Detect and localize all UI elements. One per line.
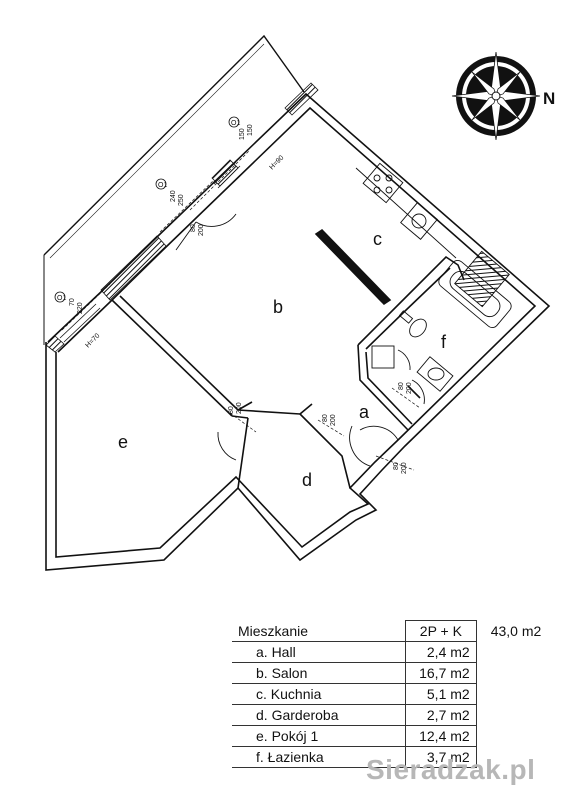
balcony: [43, 34, 305, 345]
window-height-label: 150: [247, 124, 254, 136]
room-name: c. Kuchnia: [232, 683, 406, 705]
door-height-label: 200: [406, 382, 413, 394]
window-tag-label: O1: [231, 120, 240, 127]
window-width-label: 150: [239, 128, 246, 140]
room-area: 2,4 m2: [405, 641, 477, 663]
window-height-label: 250: [178, 194, 185, 206]
door-width-label: 80: [393, 462, 400, 470]
door-width-label: 80: [190, 224, 197, 232]
room-area: 5,1 m2: [405, 683, 477, 705]
room-area: 2,7 m2: [405, 704, 477, 726]
room-name: f. Łazienka: [232, 746, 406, 768]
window-width-label: 70: [69, 298, 76, 306]
window-height-label: 220: [77, 302, 84, 314]
door-width-label: 80: [228, 406, 235, 414]
room-label-a: a: [359, 402, 370, 422]
washing-machine-icon: [371, 345, 395, 369]
bathroom-fixtures: [371, 250, 512, 392]
compass-north-label: N: [543, 89, 555, 108]
room-area: 3,7 m2: [405, 746, 477, 768]
door-height-label: 200: [330, 414, 337, 426]
door-width-label: 80: [398, 382, 405, 390]
window-width-label: 240: [170, 190, 177, 202]
kitchen-fixtures: [355, 162, 457, 259]
window-sill-label: H=70: [84, 332, 101, 349]
window-tag-label: O1: [158, 182, 167, 189]
stove-icon: [362, 162, 404, 204]
windows: [59, 161, 241, 343]
sink-icon: [400, 202, 438, 240]
toilet-icon: [398, 310, 427, 338]
table-row: d. Garderoba 2,7 m2: [232, 704, 562, 726]
room-area: 12,4 m2: [405, 725, 477, 747]
door-height-label: 200: [198, 224, 205, 236]
exterior-walls: [45, 92, 551, 571]
area-summary-table: Mieszkanie 2P + K 43,0 m2 a. Hall 2,4 m2…: [232, 620, 562, 768]
door-dimensions: 80 200 80 200 80 200 80 200 80 200: [190, 224, 413, 474]
room-name: b. Salon: [232, 662, 406, 684]
door-height-label: 200: [236, 402, 243, 414]
table-row: a. Hall 2,4 m2: [232, 641, 562, 663]
apartment-total-area: 43,0 m2: [490, 623, 542, 639]
window-dimensions: O1 150 150 H=90 O1 240 250 O1 70 220 H=7…: [54, 116, 285, 349]
table-row: b. Salon 16,7 m2: [232, 662, 562, 684]
room-area: 16,7 m2: [405, 662, 477, 684]
room-label-f: f: [441, 332, 447, 352]
room-label-d: d: [302, 470, 312, 490]
table-row: c. Kuchnia 5,1 m2: [232, 683, 562, 705]
washbasin-icon: [416, 356, 454, 392]
doors: [175, 213, 425, 467]
room-name: e. Pokój 1: [232, 725, 406, 747]
summary-header-row: Mieszkanie 2P + K 43,0 m2: [232, 620, 562, 642]
table-row: e. Pokój 1 12,4 m2: [232, 725, 562, 747]
window-tag-label: O1: [57, 295, 66, 302]
apartment-type: 2P + K: [405, 620, 477, 642]
window-sill-label: H=90: [268, 154, 285, 171]
room-label-e: e: [118, 432, 128, 452]
room-label-b: b: [273, 297, 283, 317]
room-name: a. Hall: [232, 641, 406, 663]
watermark: Sieradzak.pl: [366, 754, 536, 785]
room-label-c: c: [373, 229, 382, 249]
tile-grid: [454, 250, 510, 308]
room-name: d. Garderoba: [232, 704, 406, 726]
door-height-label: 200: [401, 462, 408, 474]
compass-rose-icon: [451, 51, 541, 141]
apartment-label: Mieszkanie: [232, 620, 406, 642]
table-row: f. Łazienka 3,7 m2: [232, 746, 562, 768]
floor-plan: a b c d e f 80 200 80 200 80 200 80 200 …: [43, 34, 555, 571]
door-width-label: 80: [322, 414, 329, 422]
interior-walls: [111, 228, 465, 489]
dimension-lines: [61, 149, 421, 471]
